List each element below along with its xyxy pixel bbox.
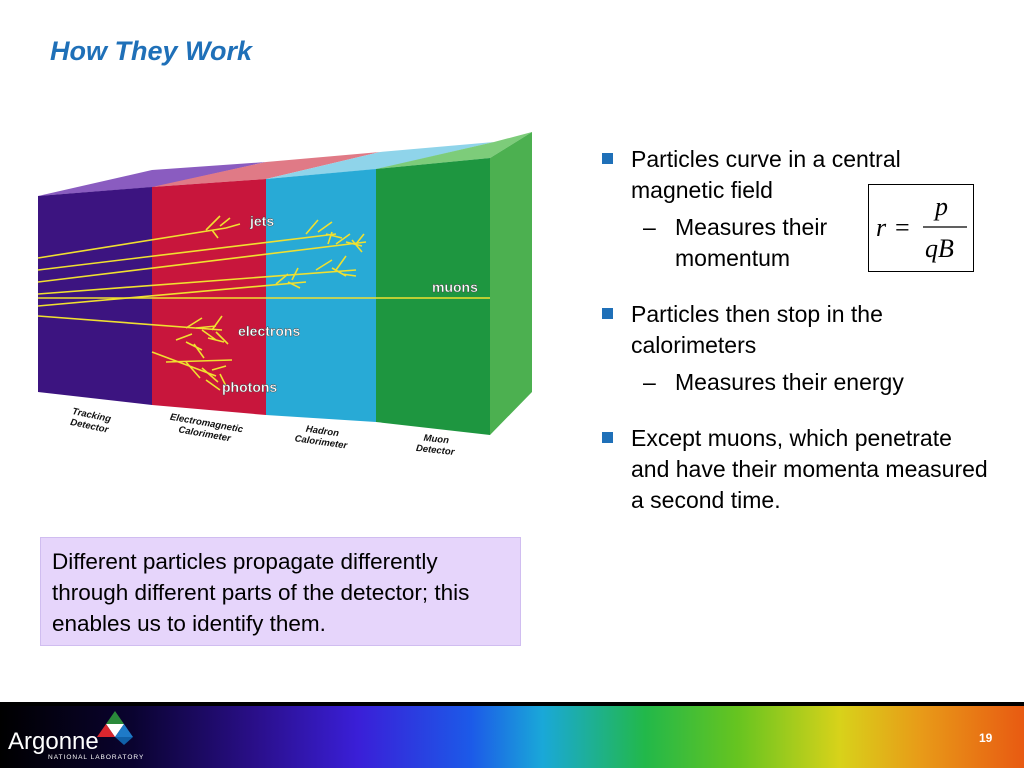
muon-side-face [490,132,532,435]
detector-diagram: jets muons electrons photons Tracking De… [37,132,532,458]
dash-icon: – [643,214,656,240]
jets-label: jets [249,213,274,229]
bullet-text: Particles curve in a central magnetic fi… [631,146,901,203]
bullet-text: Except muons, which penetrate and have t… [631,425,988,513]
formula-equals: = [895,213,910,242]
bullet-text: Particles then stop in the calorimeters [631,301,883,358]
footer-top-line [0,702,1024,706]
muon-label-1: Muon [423,433,450,447]
hcal-label-1: Hadron [305,424,340,440]
slide-title: How They Work [50,36,253,66]
formula-denominator: qB [925,234,954,263]
bullet-item: Particles curve in a central magnetic fi… [600,144,990,206]
momentum-formula: r = p qB [868,184,974,272]
photon-showers [151,351,233,391]
sub-bullet-text: Measures their momentum [675,214,828,271]
sub-bullet-item: – Measures their momentum [600,212,845,274]
dash-icon: – [643,369,656,395]
tracking-top-face [38,162,266,196]
electrons-label: electrons [238,323,300,339]
muon-top-face [376,132,532,169]
bullet-item: Particles then stop in the calorimeters [600,299,990,361]
jet-tracks [37,215,367,307]
square-bullet-icon [602,432,613,443]
callout-box: Different particles propagate differentl… [40,537,521,646]
hcal-front-face [266,169,376,422]
ecal-top-face [152,152,380,187]
hcal-label-2: Calorimeter [294,433,349,451]
sub-bullet-text: Measures their energy [675,369,904,395]
muon-front-face [376,158,490,435]
ecal-front-face [152,179,266,415]
tracking-front-face [38,187,152,405]
page-number: 19 [979,731,993,745]
square-bullet-icon [602,308,613,319]
argonne-triangle-icon [97,711,133,745]
muons-label: muons [432,279,478,295]
hcal-top-face [266,142,494,179]
electron-showers [37,315,229,359]
argonne-logo-subtitle: NATIONAL LABORATORY [48,754,145,761]
bullet-list: Particles curve in a central magnetic fi… [600,144,990,516]
formula-numerator: p [933,192,948,221]
bullet-item: Except muons, which penetrate and have t… [600,423,990,516]
sub-bullet-item: – Measures their energy [600,367,990,398]
muon-label-2: Detector [415,443,456,458]
formula-lhs: r [876,213,887,242]
argonne-logo-text: Argonne [8,728,99,755]
callout-text: Different particles propagate differentl… [52,549,470,636]
square-bullet-icon [602,153,613,164]
footer-spectrum-bar [0,702,1024,768]
photons-label: photons [222,379,277,395]
